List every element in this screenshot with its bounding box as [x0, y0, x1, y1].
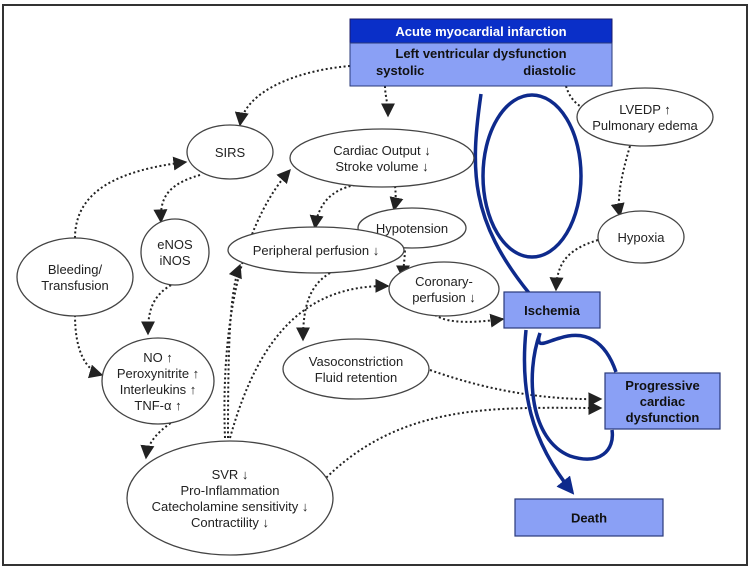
header-systolic-label: systolic — [376, 63, 424, 78]
spiral-loop-upper — [481, 93, 583, 259]
node-ellipse — [388, 261, 500, 317]
arrow-svr-to-peripheral — [227, 263, 242, 439]
box-ischemia: Ischemia — [503, 291, 601, 329]
box-label-line: Progressive — [625, 378, 699, 393]
spiral-loop-lower — [530, 332, 618, 461]
node-label-line: Interleukins ↑ — [120, 382, 197, 397]
box-label-line: dysfunction — [626, 410, 700, 425]
box-death: Death — [514, 498, 664, 537]
arrow-co-to-hypotension — [389, 185, 404, 212]
node-label-line: Contractility ↓ — [191, 515, 269, 530]
arrow-bleeding-to-sirs — [74, 156, 188, 239]
node-label-line: TNF-α ↑ — [134, 398, 181, 413]
header-diastolic-label: diastolic — [523, 63, 576, 78]
node-ellipse — [126, 440, 334, 556]
node-label-line: Peroxynitrite ↑ — [117, 366, 199, 381]
progression-spiral — [473, 93, 618, 495]
node-label-line: iNOS — [159, 253, 190, 268]
node-label-line: Catecholamine sensitivity ↓ — [152, 499, 309, 514]
header-body — [349, 42, 613, 87]
arrow-svr-to-cardiac-output — [223, 168, 291, 439]
node-label-line: Pulmonary edema — [592, 118, 698, 133]
arrow-svr-to-progressive — [319, 400, 603, 485]
box-rect — [514, 498, 664, 537]
box-label-line: Ischemia — [524, 303, 580, 318]
node-label-line: Fluid retention — [315, 370, 397, 385]
node-label-line: LVEDP ↑ — [619, 102, 671, 117]
arrow-co-to-peripheral — [309, 184, 356, 230]
node-label-line: SIRS — [215, 145, 246, 160]
node-label-line: Transfusion — [41, 278, 108, 293]
node-label-line: Pro-Inflammation — [181, 483, 280, 498]
node-peripheral: Peripheral perfusion ↓ — [227, 226, 405, 274]
box-label-line: Death — [571, 511, 607, 526]
arrow-header-to-cardiac-output — [380, 85, 395, 118]
node-label-line: Peripheral perfusion ↓ — [253, 243, 379, 258]
node-cardiac-output: Cardiac Output ↓Stroke volume ↓ — [289, 128, 475, 188]
node-ellipse — [597, 210, 685, 264]
node-label-line: Hypotension — [376, 221, 448, 236]
node-label-line: SVR ↓ — [212, 467, 249, 482]
node-ellipse — [186, 124, 274, 180]
node-ellipse — [576, 87, 714, 147]
node-label-line: eNOS — [157, 237, 193, 252]
arrow-bleeding-to-no — [74, 314, 104, 379]
header-title: Acute myocardial infarction — [395, 24, 566, 39]
arrow-peripheral-to-vaso — [296, 272, 331, 342]
node-hypoxia: Hypoxia — [597, 210, 685, 264]
header-box: Acute myocardial infarction Left ventric… — [349, 18, 613, 87]
arrow-vaso-to-progressive — [429, 369, 603, 407]
header-subtitle: Left ventricular dysfunction — [395, 46, 566, 61]
spiral-line-header-to-ischemia — [473, 93, 531, 295]
node-no-group: NO ↑Peroxynitrite ↑Interleukins ↑TNF-α ↑ — [101, 337, 215, 425]
box-rect — [604, 372, 721, 430]
node-label-line: Vasoconstriction — [309, 354, 403, 369]
node-coronary: Coronary-perfusion ↓ — [388, 261, 500, 317]
node-bleeding: Bleeding/Transfusion — [16, 237, 134, 317]
arrow-header-to-sirs — [234, 65, 351, 127]
node-ellipse — [16, 237, 134, 317]
node-ellipse — [140, 218, 210, 286]
node-ellipse — [227, 226, 405, 274]
node-ellipse — [289, 128, 475, 188]
box-rect — [503, 291, 601, 329]
node-label-line: perfusion ↓ — [412, 290, 476, 305]
node-ellipse — [101, 337, 215, 425]
node-label-line: Cardiac Output ↓ — [333, 143, 431, 158]
arrow-coronary-to-ischemia — [434, 313, 505, 328]
spiral-line-ischemia-to-death — [522, 329, 575, 495]
arrow-sirs-to-enos — [153, 174, 201, 224]
box-label-line: cardiac — [640, 394, 686, 409]
arrow-lvedp-to-hypoxia — [610, 145, 631, 218]
node-label-line: Hypoxia — [618, 230, 666, 245]
node-sirs: SIRS — [186, 124, 274, 180]
node-label-line: Bleeding/ — [48, 262, 103, 277]
node-label-line: NO ↑ — [143, 350, 173, 365]
node-label-line: Stroke volume ↓ — [335, 159, 428, 174]
node-lvedp: LVEDP ↑Pulmonary edema — [576, 87, 714, 147]
arrow-enos-to-no — [141, 282, 176, 336]
arrow-hypoxia-to-ischemia — [549, 239, 599, 292]
node-label-line: Coronary- — [415, 274, 473, 289]
node-ellipse — [282, 338, 430, 400]
